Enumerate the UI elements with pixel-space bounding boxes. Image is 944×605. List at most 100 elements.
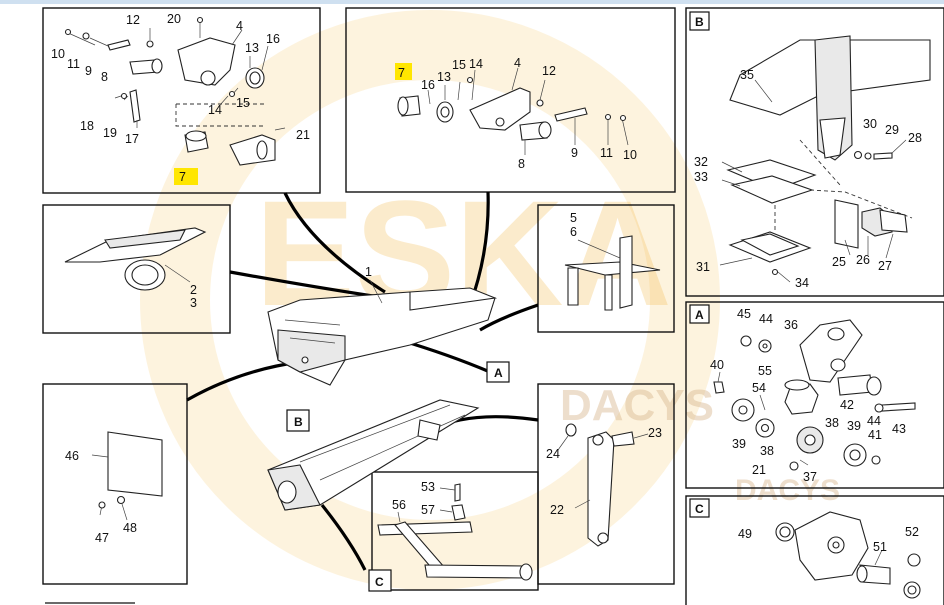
label-57[interactable]: 57	[421, 503, 435, 517]
label-16-b[interactable]: 16	[421, 78, 435, 92]
label-11-a[interactable]: 11	[67, 57, 80, 71]
label-37[interactable]: 37	[803, 470, 817, 484]
label-30[interactable]: 30	[863, 117, 877, 131]
label-55[interactable]: 55	[758, 364, 772, 378]
watermark-line-2: DACYS	[735, 474, 840, 507]
label-12-b[interactable]: 12	[542, 64, 556, 78]
label-26[interactable]: 26	[856, 253, 870, 267]
label-45[interactable]: 45	[737, 307, 751, 321]
box-label-a[interactable]	[486, 361, 510, 383]
frame-pivot-right	[345, 7, 676, 193]
lever-parts	[377, 483, 533, 581]
label-21-b[interactable]: 21	[752, 463, 766, 477]
label-49[interactable]: 49	[738, 527, 752, 541]
label-17[interactable]: 17	[125, 132, 139, 146]
box-label-c[interactable]	[368, 569, 392, 592]
label-8-a[interactable]: 8	[101, 70, 108, 84]
label-39-a[interactable]: 39	[847, 419, 861, 433]
box-label-b[interactable]	[286, 409, 310, 432]
label-4-b[interactable]: 4	[514, 56, 521, 70]
top-edge-strip	[0, 0, 944, 4]
frame-detail-c	[685, 495, 944, 605]
box-letter-c: C	[375, 575, 384, 589]
pivot-left-parts	[64, 16, 286, 185]
label-8-b[interactable]: 8	[518, 157, 525, 171]
label-9-a[interactable]: 9	[85, 64, 92, 78]
label-24[interactable]: 24	[546, 447, 560, 461]
watermark-line-1: DACYS	[560, 381, 714, 430]
label-25[interactable]: 25	[832, 255, 846, 269]
label-36[interactable]: 36	[784, 318, 798, 332]
label-14-a[interactable]: 14	[208, 103, 222, 117]
label-22[interactable]: 22	[550, 503, 564, 517]
label-12-a[interactable]: 12	[126, 13, 140, 27]
label-10-b[interactable]: 10	[623, 148, 637, 162]
label-21-a[interactable]: 21	[296, 128, 310, 142]
label-48[interactable]: 48	[123, 521, 137, 535]
label-7-a[interactable]: 7	[179, 170, 186, 184]
label-33[interactable]: 33	[694, 170, 708, 184]
label-4-a[interactable]: 4	[236, 19, 243, 33]
label-56[interactable]: 56	[392, 498, 406, 512]
dump-body	[267, 279, 498, 386]
detail-a-tag[interactable]	[689, 304, 710, 324]
detail-b-tag[interactable]	[689, 11, 710, 31]
label-43[interactable]: 43	[892, 422, 906, 436]
pivot-right-parts	[395, 63, 629, 155]
label-51[interactable]: 51	[873, 540, 887, 554]
highlight-part-7-right	[395, 63, 412, 80]
detail-b-parts	[719, 35, 931, 283]
label-13-b[interactable]: 13	[437, 70, 451, 84]
detail-b-letter: B	[695, 15, 704, 29]
label-19[interactable]: 19	[103, 126, 117, 140]
label-38-b[interactable]: 38	[760, 444, 774, 458]
label-14-b[interactable]: 14	[469, 57, 483, 71]
label-44-a[interactable]: 44	[759, 312, 773, 326]
label-23[interactable]: 23	[648, 426, 662, 440]
frame-pivot-left	[42, 7, 321, 194]
label-39-b[interactable]: 39	[732, 437, 746, 451]
label-20[interactable]: 20	[167, 12, 181, 26]
label-9-b[interactable]: 9	[571, 146, 578, 160]
frame-detail-b	[685, 7, 944, 297]
label-16-a[interactable]: 16	[266, 32, 280, 46]
label-18[interactable]: 18	[80, 119, 94, 133]
label-6[interactable]: 6	[570, 225, 577, 239]
label-28[interactable]: 28	[908, 131, 922, 145]
label-38-a[interactable]: 38	[825, 416, 839, 430]
label-53[interactable]: 53	[421, 480, 435, 494]
label-5[interactable]: 5	[570, 211, 577, 225]
detail-a-letter: A	[695, 308, 704, 322]
label-10-a[interactable]: 10	[51, 47, 65, 61]
label-29[interactable]: 29	[885, 123, 899, 137]
label-35[interactable]: 35	[740, 68, 754, 82]
label-54[interactable]: 54	[752, 381, 766, 395]
label-31[interactable]: 31	[696, 260, 710, 274]
label-44-b[interactable]: 44	[867, 414, 881, 428]
label-42[interactable]: 42	[840, 398, 854, 412]
label-34[interactable]: 34	[795, 276, 809, 290]
label-27[interactable]: 27	[878, 259, 892, 273]
label-52[interactable]: 52	[905, 525, 919, 539]
label-1[interactable]: 1	[365, 265, 372, 279]
label-41[interactable]: 41	[868, 428, 882, 442]
label-13-a[interactable]: 13	[245, 41, 259, 55]
detail-c-letter: C	[695, 502, 704, 516]
part-number-labels: 12 20 4 10 11 9 13 16 8 15 14 18 19 17 2…	[51, 12, 922, 554]
label-40[interactable]: 40	[710, 358, 724, 372]
label-32[interactable]: 32	[694, 155, 708, 169]
detail-frames	[42, 7, 944, 605]
detail-c-tag[interactable]	[689, 498, 710, 518]
label-15-b[interactable]: 15	[452, 58, 466, 72]
mount-bracket-parts	[564, 235, 661, 311]
label-46[interactable]: 46	[65, 449, 79, 463]
frame-mount-bracket	[537, 204, 675, 333]
label-11-b[interactable]: 11	[600, 146, 613, 160]
plate-parts	[91, 431, 163, 521]
label-7-b[interactable]: 7	[398, 66, 405, 80]
label-2[interactable]: 2	[190, 283, 197, 297]
label-47[interactable]: 47	[95, 531, 109, 545]
label-15-a[interactable]: 15	[236, 96, 250, 110]
label-3[interactable]: 3	[190, 296, 197, 310]
